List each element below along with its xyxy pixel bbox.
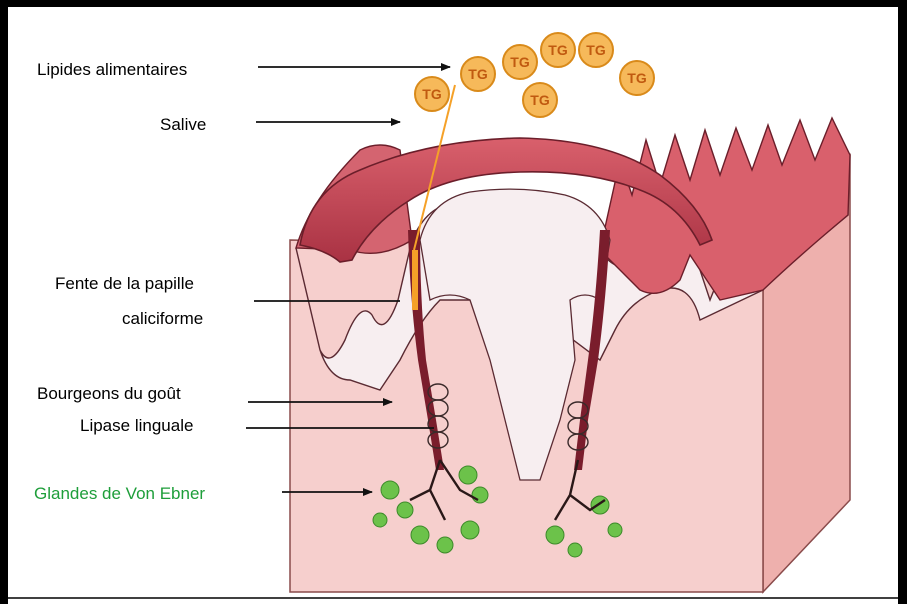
label-lingual-lipase: Lipase linguale (80, 416, 193, 436)
label-dietary-lipids: Lipides alimentaires (37, 60, 187, 80)
label-cleft-line2: caliciforme (122, 309, 203, 329)
tg-droplet: TG (579, 33, 613, 67)
label-cleft-line1: Fente de la papille (55, 274, 194, 294)
tg-droplet: TG (620, 61, 654, 95)
label-taste-buds: Bourgeons du goût (37, 384, 181, 404)
tg-droplet: TG (523, 83, 557, 117)
tg-droplet: TG (461, 57, 495, 91)
tg-label: TG (510, 54, 530, 70)
tg-label: TG (422, 86, 442, 102)
tg-droplet: TG (503, 45, 537, 79)
tg-label: TG (627, 70, 647, 86)
label-saliva: Salive (160, 115, 206, 135)
tg-label: TG (530, 92, 550, 108)
tg-label: TG (586, 42, 606, 58)
tg-droplet: TG (415, 77, 449, 111)
lipase-flow (412, 250, 418, 310)
tg-droplet: TG (541, 33, 575, 67)
tg-label: TG (548, 42, 568, 58)
label-von-ebner-glands: Glandes de Von Ebner (34, 484, 205, 504)
tg-label: TG (468, 66, 488, 82)
